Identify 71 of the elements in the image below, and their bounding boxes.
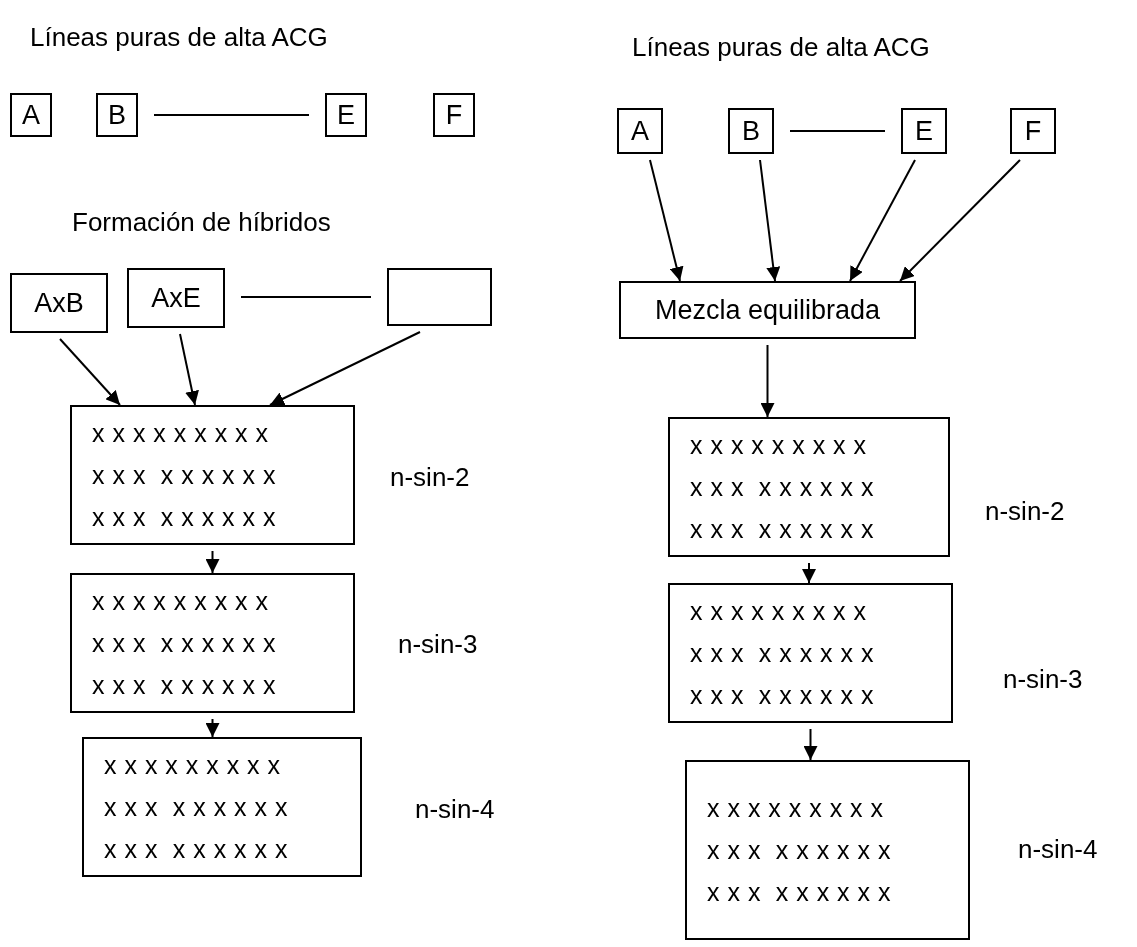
arrow [269,331,421,406]
x-row-text: x x x x x x x x x [92,502,276,533]
x-row-text: x x x x x x x x x [92,670,276,701]
process-box [325,93,367,137]
x-row-text: x x x x x x x x x [104,834,288,865]
arrow [179,333,199,406]
arrow [849,159,916,282]
x-row-text: x x x x x x x x x [707,793,884,824]
generation-label: n-sin-3 [1003,663,1083,696]
arrow [899,159,1021,282]
x-row-text: x x x x x x x x x [690,596,867,627]
arrow [803,728,818,761]
box-label: AxB [34,286,84,320]
process-box [668,417,950,557]
process-box [617,108,663,154]
process-box [685,760,970,940]
process-box [619,281,916,339]
generation-label: n-sin-2 [985,495,1065,528]
x-row-text: x x x x x x x x x [690,514,874,545]
box-label: E [337,98,355,132]
box-label: AxE [151,281,201,315]
process-box [70,405,355,545]
arrow [59,338,121,406]
process-box [96,93,138,137]
heading-text: Líneas puras de alta ACG [30,21,328,54]
x-row-text: x x x x x x x x x [104,792,288,823]
generation-label: n-sin-3 [398,628,478,661]
x-row-text: x x x x x x x x x [707,877,891,908]
heading-text: Formación de híbridos [72,206,331,239]
connector-line [240,296,372,298]
x-row-text: x x x x x x x x x [690,430,867,461]
process-box [433,93,475,137]
box-label: F [1024,114,1042,148]
x-row-text: x x x x x x x x x [707,835,891,866]
heading-text: Líneas puras de alta ACG [632,31,930,64]
generation-label: n-sin-4 [415,793,495,826]
process-box [10,93,52,137]
arrow [759,159,781,282]
process-box [668,583,953,723]
process-box [70,573,355,713]
x-row-text: x x x x x x x x x [92,586,269,617]
box-label: A [22,98,40,132]
process-box [10,273,108,333]
connector-line [153,114,310,116]
connector-line [789,130,886,132]
x-row-text: x x x x x x x x x [92,628,276,659]
x-row-text: x x x x x x x x x [104,750,281,781]
box-label: Mezcla equilibrada [654,293,881,327]
arrow [649,159,684,282]
process-box [728,108,774,154]
process-box [1010,108,1056,154]
arrow [205,718,220,738]
generation-label: n-sin-2 [390,461,470,494]
box-label: A [631,114,649,148]
arrow [802,562,816,584]
x-row-text: x x x x x x x x x [690,680,874,711]
box-label: E [915,114,933,148]
box-label: B [742,114,760,148]
process-box [127,268,225,328]
process-box [901,108,947,154]
process-box [82,737,362,877]
box-label: B [108,98,126,132]
x-row-text: x x x x x x x x x [92,418,269,449]
box-label: F [445,98,463,132]
empty-box [387,268,492,326]
x-row-text: x x x x x x x x x [690,472,874,503]
arrow [760,344,775,418]
x-row-text: x x x x x x x x x [92,460,276,491]
generation-label: n-sin-4 [1018,833,1098,866]
x-row-text: x x x x x x x x x [690,638,874,669]
arrow [205,550,220,574]
